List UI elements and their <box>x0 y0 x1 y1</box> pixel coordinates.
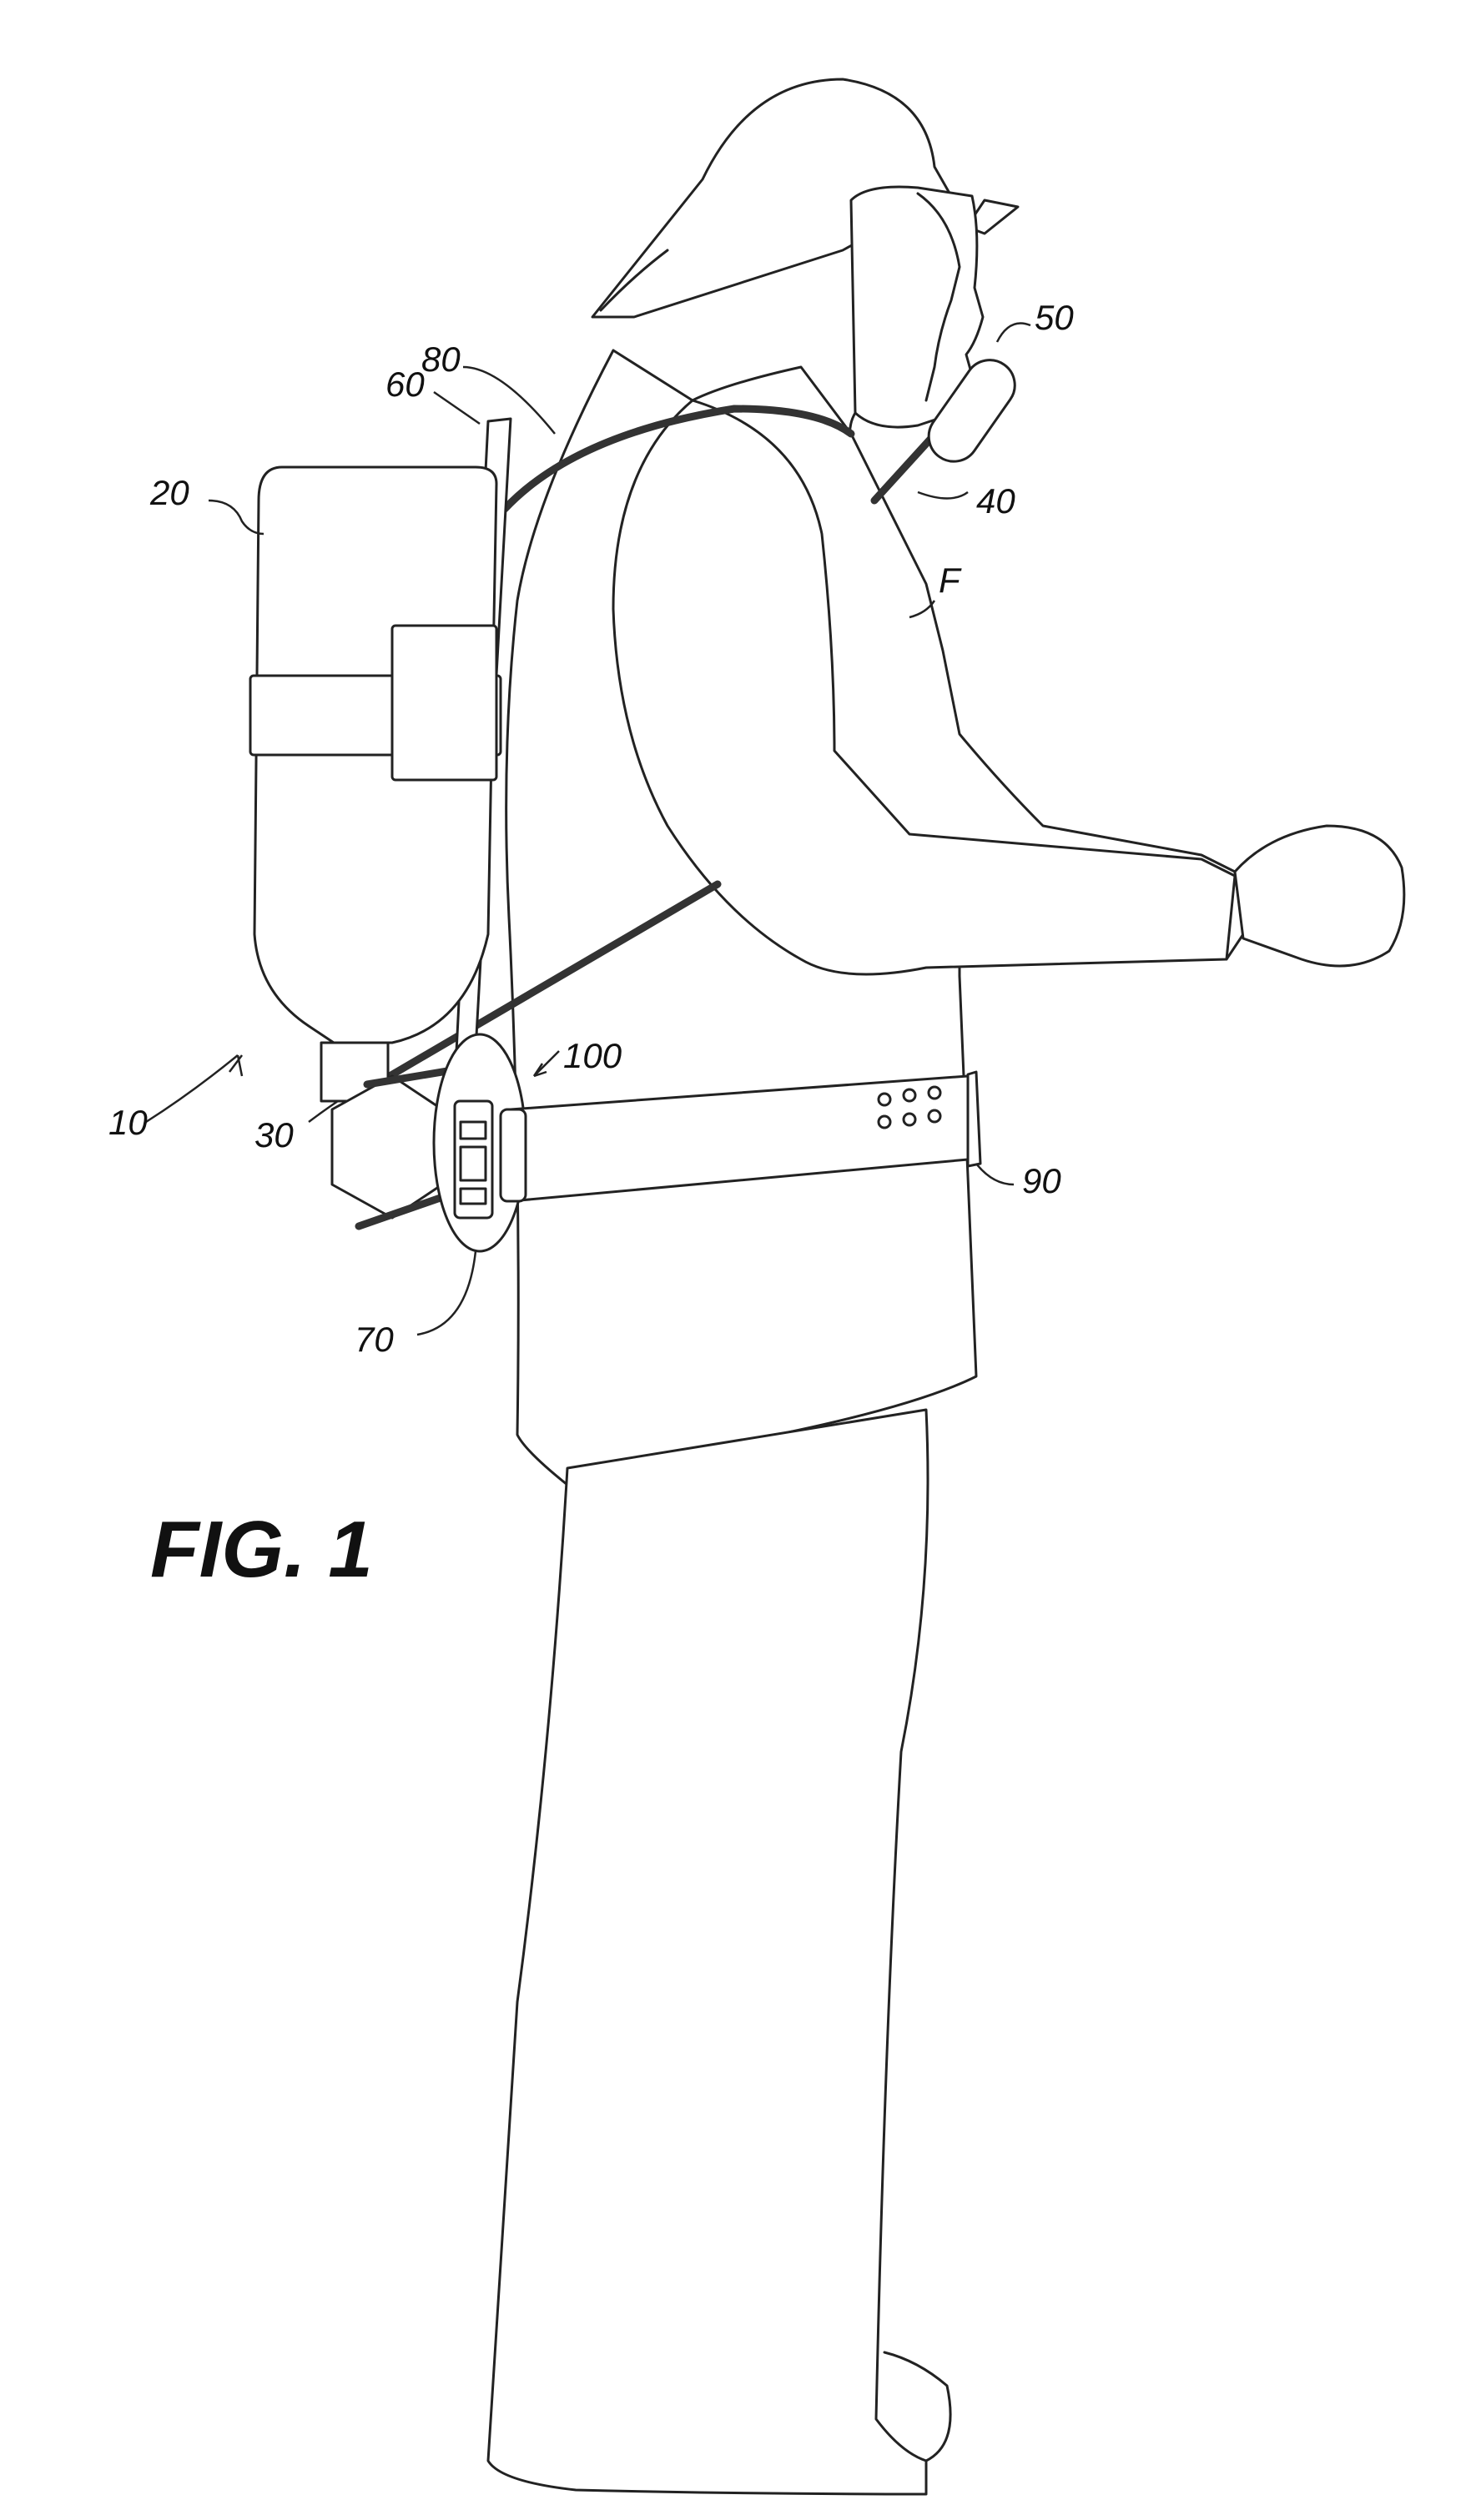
label-backplate: 60 <box>385 365 425 404</box>
hand <box>1235 826 1404 966</box>
label-apparatus: 10 <box>108 1103 148 1142</box>
label-controller: 70 <box>355 1320 394 1359</box>
figure-title: FIG. 1 <box>150 1505 373 1594</box>
label-regulator: 50 <box>1035 298 1074 337</box>
label-valve: 30 <box>254 1115 294 1154</box>
label-waist-belt: 90 <box>1022 1161 1061 1200</box>
label-belt-connection: 100 <box>563 1036 622 1075</box>
label-hose: 40 <box>976 481 1015 521</box>
trousers <box>488 1410 928 2494</box>
label-shoulder-strap: 80 <box>421 340 461 379</box>
label-firefighter: F <box>939 561 962 600</box>
label-cylinder: 20 <box>149 473 189 512</box>
